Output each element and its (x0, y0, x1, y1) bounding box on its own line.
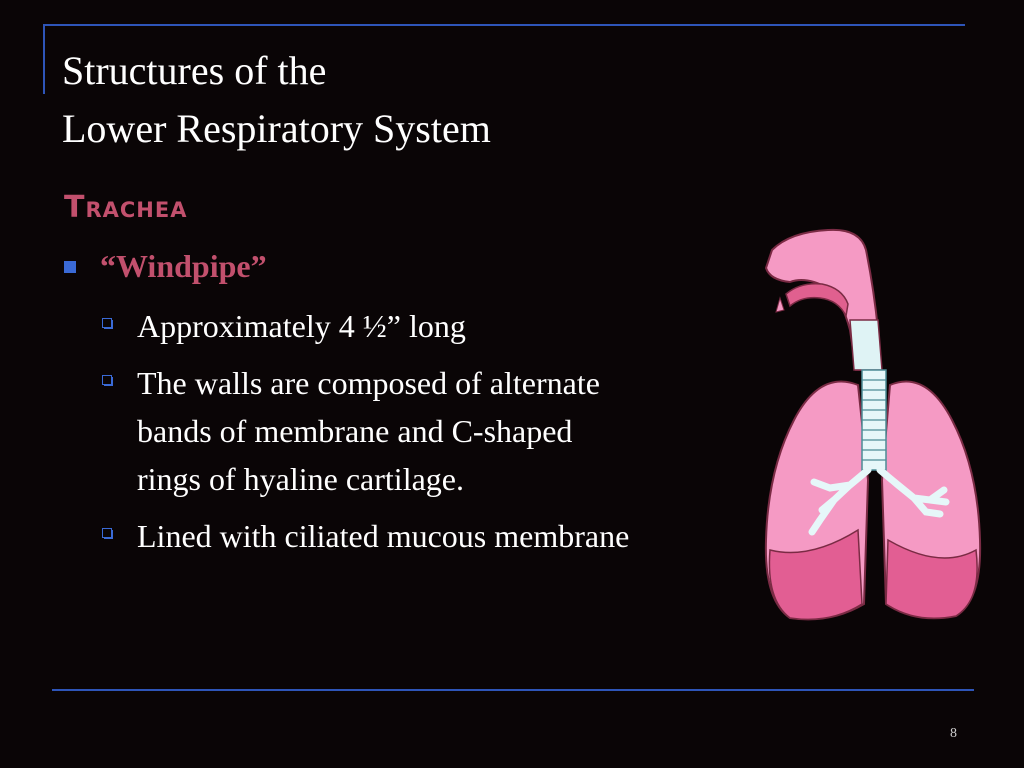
sub-bullet-item-2: The walls are composed of alternate band… (102, 359, 600, 503)
section-heading: Trachea (64, 190, 188, 225)
main-bullet-text: “Windpipe” (100, 248, 267, 284)
left-rule (43, 24, 45, 94)
sub-bullet-text: Lined with ciliated mucous membrane (137, 518, 630, 554)
sub-bullet-item-1: Approximately 4 ½” long (102, 302, 466, 350)
bottom-rule (52, 689, 974, 691)
sub-bullet-text-line-2: bands of membrane and C-shaped (137, 413, 573, 449)
checkbox-bullet-icon (102, 375, 113, 386)
sub-bullet-text-line-1: The walls are composed of alternate (137, 365, 600, 401)
sub-bullet-text-line-3: rings of hyaline cartilage. (137, 461, 464, 497)
sub-bullet-item-3: Lined with ciliated mucous membrane (102, 512, 629, 560)
page-number: 8 (950, 726, 957, 741)
top-rule (43, 24, 965, 26)
checkbox-bullet-icon (102, 318, 113, 329)
sub-bullet-text: Approximately 4 ½” long (137, 308, 466, 344)
lungs-trachea-illustration (764, 228, 982, 621)
square-bullet-icon (64, 260, 76, 273)
title-line-2: Lower Respiratory System (62, 106, 491, 151)
title-line-1: Structures of the (62, 48, 327, 93)
checkbox-bullet-icon (102, 528, 113, 539)
slide-title: Structures of the Lower Respiratory Syst… (62, 42, 491, 158)
main-bullet-item: “Windpipe” (64, 248, 267, 285)
